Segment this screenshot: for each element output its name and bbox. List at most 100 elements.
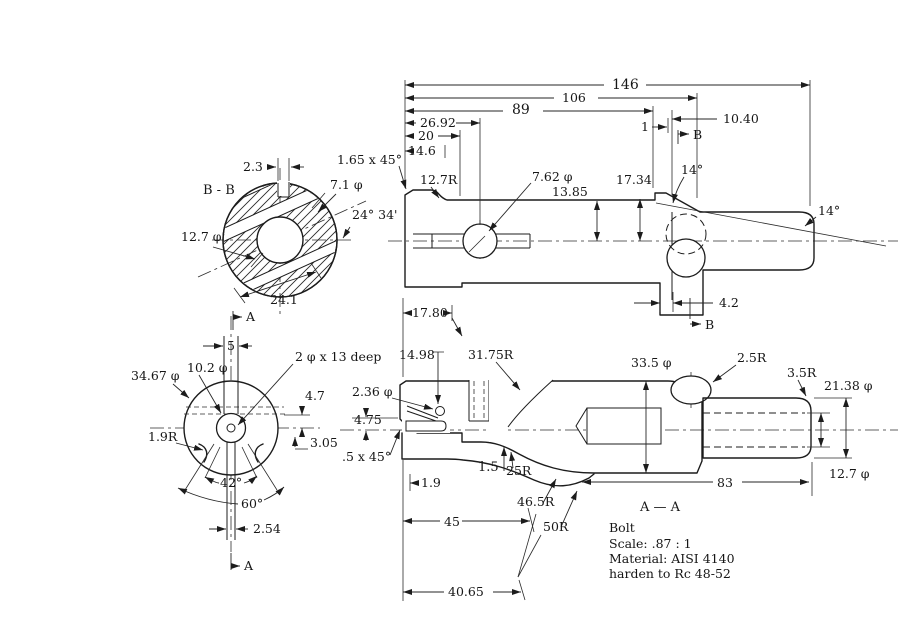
a-dim-60: 60° [241,496,263,511]
aa-dim-14-98: 14.98 [399,347,435,362]
a-dim-10-2-leader [198,374,222,414]
aa-pin-detail [402,404,450,433]
aa-dim-chamfer-leader [389,429,401,456]
title-block: Bolt Scale: .87 : 1 Material: AISI 4140 … [609,520,735,581]
side-dim-4-2: 4.2 [719,295,739,310]
side-dim-106: 106 [562,90,586,105]
a-dim-5: 5 [227,338,235,353]
note-scale: Scale: .87 : 1 [609,536,692,551]
side-dim-14b: 14° [818,203,840,218]
aa-extension-lines [352,298,852,601]
aa-dim-17-80: 17.80 [412,305,448,320]
bb-dim-24-34: 24° 34' [352,207,397,222]
a-dim-10-2: 10.2 φ [187,360,228,375]
bb-keyway-notch [277,180,290,198]
bb-dim-2-3: 2.3 [243,159,263,174]
note-material: Material: AISI 4140 [609,551,735,566]
aa-slot-channel [468,378,490,422]
a-marker-bottom-label: A [243,558,254,573]
a-dim-42-arc-left [204,476,220,484]
a-dim-34-67-leader [172,383,190,399]
bb-extension-lines [233,158,326,304]
aa-dim-4-75: 4.75 [354,412,382,427]
side-dim-14a-leader [672,176,685,204]
side-dim-89: 89 [512,102,530,118]
a-angle-legs [184,443,278,491]
bb-dim-7-1-leader [317,193,337,213]
aa-dim-31-75: 31.75R [468,347,514,362]
a-dim-4-7: 4.7 [305,388,325,403]
side-outline [404,189,815,316]
side-dim-14b-leader [804,216,817,227]
side-dim-7-62: 7.62 φ [532,169,573,184]
aa-dim-1-9: 1.9 [421,475,441,490]
aa-dim-2-5r: 2.5R [737,350,767,365]
aa-bore-hidden-lines [703,412,805,448]
aa-dim-25r-leader [509,451,516,469]
section-view-aa: 17.80 14.98 31.75R 33.5 φ 2.5R 3.5R 21.3… [340,298,898,601]
side-marker-b-bottom-label: B [705,317,714,332]
aa-dim-2-36: 2.36 φ [352,384,393,399]
bb-bore-circle [256,216,304,264]
side-dim-146: 146 [612,77,639,93]
side-hole-slash [468,235,486,253]
a-dim-60-arc-right [263,486,285,501]
bb-view-label: B - B [203,183,235,198]
side-dim-1: 1 [641,119,649,134]
aa-dim-2-5r-leader [712,364,737,383]
aa-dim-31-75-leader [495,361,521,391]
a-dim-60-arc-left [177,487,239,505]
note-part-name: Bolt [609,520,635,535]
bb-dim-7-1: 7.1 φ [330,177,363,192]
aa-dim-50r-leader-down [517,534,542,578]
a-dim-42-arc-right [243,475,258,485]
section-view-bb: B - B 2.3 7.1 φ 24° 34' 12.7 φ 24.1 [181,158,397,314]
side-dim-14-6: 14.6 [408,143,436,158]
note-hardening: harden to Rc 48-52 [609,566,731,581]
aa-dim-1-5: 1.5 [478,460,499,475]
side-dim-14a: 14° [681,162,703,177]
side-dim-20: 20 [418,128,434,143]
side-ball-hidden [665,213,707,255]
end-view-a: A A 5 10.2 φ 2 φ x 13 deep 34.67 φ 4.7 1… [131,309,381,573]
a-dim-2-54: 2.54 [253,521,281,536]
bb-dim-12-7: 12.7 φ [181,229,222,244]
a-marker-top-label: A [245,309,256,324]
a-dim-3-05: 3.05 [310,435,338,450]
a-dim-34-67: 34.67 φ [131,368,180,383]
side-dim-12-7r: 12.7R [420,172,458,187]
aa-dim-17-80-leader [451,317,463,337]
aa-dim-50r: 50R [543,519,569,534]
a-center-hole [226,423,236,433]
aa-dim-25r: 25R [506,463,532,478]
aa-dim-12-7: 12.7 φ [829,466,870,481]
a-inner-circle [215,412,247,444]
aa-dim-46-5r-leader-down [517,513,537,578]
side-dim-13-85: 13.85 [552,184,588,199]
bb-dim-24-34-leader [342,226,351,239]
aa-dim-46-5r-leader-up [542,478,557,504]
aa-bore [575,407,662,445]
a-dim-2x13-leader [237,363,294,426]
side-dim-chamfer-leader [398,165,407,190]
aa-dim-33-5: 33.5 φ [631,355,672,370]
bb-dim-24-1: 24.1 [270,292,298,307]
aa-dim-50r-leader-up [560,490,578,528]
aa-lower-body [401,432,595,487]
a-dim-2x13: 2 φ x 13 deep [295,349,381,364]
aa-shaft [702,397,812,459]
side-view: 146 106 89 26.92 20 14.6 1 10.40 B B 1.6… [337,77,898,332]
a-slot-lines [223,336,239,540]
aa-ball-pocket [670,375,712,405]
aa-relief-region [489,379,554,442]
aa-dim-chamfer: .5 x 45° [342,449,391,464]
bb-dim-24-1-line [239,271,317,298]
side-dim-chamfer: 1.65 x 45° [337,152,402,167]
a-dim-1-9r-leader [175,442,204,451]
side-dim-7-62-leader [488,182,532,232]
side-taper-line [655,202,887,247]
side-dim-17-34: 17.34 [616,172,652,187]
side-marker-b-top-label: B [693,127,702,142]
aa-dim-21-38: 21.38 φ [824,378,873,393]
